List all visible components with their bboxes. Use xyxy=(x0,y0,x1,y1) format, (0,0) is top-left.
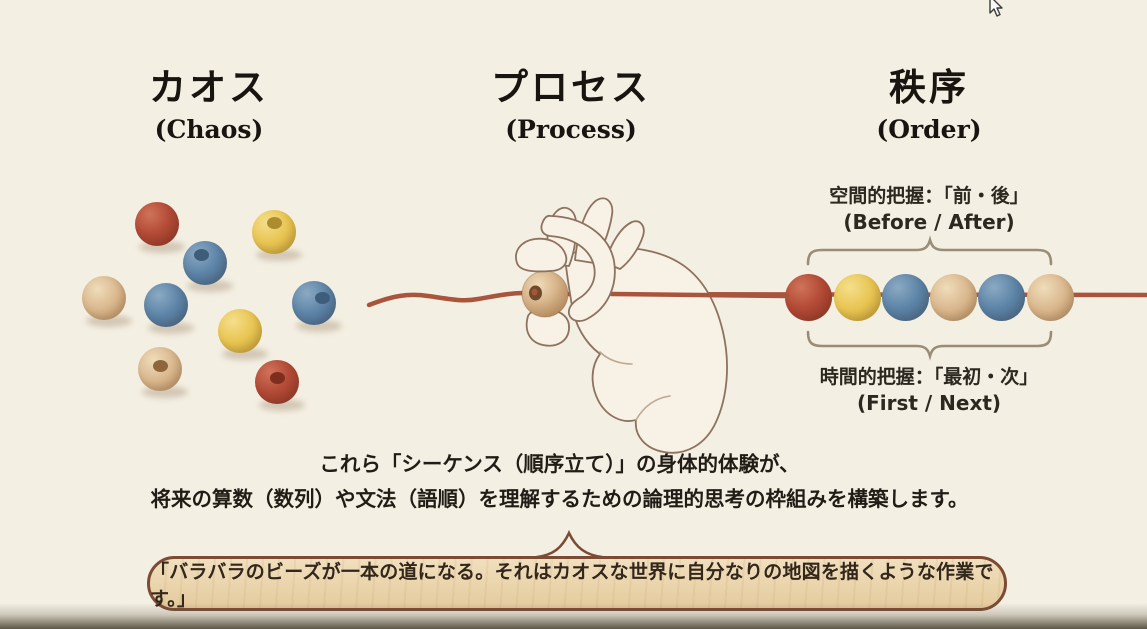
ordered-bead-yellow xyxy=(833,273,881,321)
string-right-segment xyxy=(542,291,1147,298)
header-chaos: カオス (Chaos) xyxy=(49,64,369,146)
chaos-bead-red xyxy=(255,360,299,404)
hand-illustration xyxy=(525,197,728,454)
bead-in-hand xyxy=(521,270,569,318)
spatial-annotation-en: (Before / After) xyxy=(843,210,1015,234)
bead-shadow xyxy=(296,320,342,332)
bead-shadow xyxy=(256,249,302,261)
bead-hole xyxy=(193,249,209,261)
header-process: プロセス (Process) xyxy=(411,64,731,146)
hand-finger xyxy=(574,197,614,264)
bead-hole xyxy=(269,372,285,384)
hand-crease xyxy=(599,351,633,365)
bead-shadow xyxy=(148,322,194,334)
chaos-bead-yellow xyxy=(252,210,296,254)
caption-line-2: 将来の算数（数列）や文法（語順）を理解するための論理的思考の枠組みを構築します。 xyxy=(150,487,969,511)
bead-shadow xyxy=(222,348,268,360)
hand-fingertip-below xyxy=(525,308,570,347)
bead-shadow xyxy=(259,399,305,411)
header-order: 秩序 (Order) xyxy=(769,64,1089,146)
temporal-annotation-jp: 時間的把握：「最初・次」 xyxy=(819,366,1039,388)
mouse-cursor xyxy=(989,0,1003,17)
spatial-annotation-jp: 空間的把握：「前・後」 xyxy=(829,185,1029,207)
callout-tail xyxy=(535,529,604,559)
ordered-bead-wood xyxy=(929,273,977,321)
hand-thumb xyxy=(515,237,568,273)
chaos-bead-blue xyxy=(183,241,227,285)
hand-finger xyxy=(604,220,645,270)
header-process-jp: プロセス xyxy=(491,65,651,109)
header-process-en: (Process) xyxy=(505,115,637,144)
spatial-annotation: 空間的把握：「前・後」 (Before / After) xyxy=(779,183,1079,236)
bead-shadow xyxy=(86,315,132,327)
chaos-bead-blue xyxy=(292,281,336,325)
brace-bottom xyxy=(806,330,1053,361)
hand-crease xyxy=(635,395,671,421)
temporal-annotation: 時間的把握：「最初・次」 (First / Next) xyxy=(779,364,1079,417)
ordered-bead-wood xyxy=(1026,273,1074,321)
ordered-bead-blue xyxy=(881,273,929,321)
ordered-bead-blue xyxy=(977,273,1025,321)
bead-shadow xyxy=(142,386,188,398)
header-chaos-jp: カオス xyxy=(149,65,269,109)
hand-palm xyxy=(564,246,728,454)
header-chaos-en: (Chaos) xyxy=(154,115,264,144)
chaos-bead-yellow xyxy=(218,309,262,353)
hand-finger xyxy=(546,207,578,267)
caption-line-1: これら「シーケンス（順序立て）」の身体的体験が、 xyxy=(319,452,800,476)
ordered-bead-red xyxy=(784,273,832,321)
string-left-segment xyxy=(366,290,539,308)
bottom-vignette xyxy=(0,603,1147,629)
bead-shadow xyxy=(187,280,233,292)
bead-hole xyxy=(152,360,168,372)
bead-hole xyxy=(266,217,282,229)
string-over-palm xyxy=(609,291,790,299)
chaos-bead-wood xyxy=(138,347,182,391)
header-order-jp: 秩序 xyxy=(889,65,969,109)
chaos-bead-red xyxy=(135,202,179,246)
hand-index-curl xyxy=(540,214,616,322)
bead-shadow xyxy=(139,241,185,253)
brace-top xyxy=(806,235,1053,266)
temporal-annotation-en: (First / Next) xyxy=(856,391,1002,415)
chaos-bead-blue xyxy=(144,283,188,327)
caption-paragraph: これら「シーケンス（順序立て）」の身体的体験が、 将来の算数（数列）や文法（語順… xyxy=(0,447,1133,517)
header-order-en: (Order) xyxy=(876,115,982,144)
chaos-bead-wood xyxy=(82,276,126,320)
bead-hole xyxy=(314,292,330,304)
